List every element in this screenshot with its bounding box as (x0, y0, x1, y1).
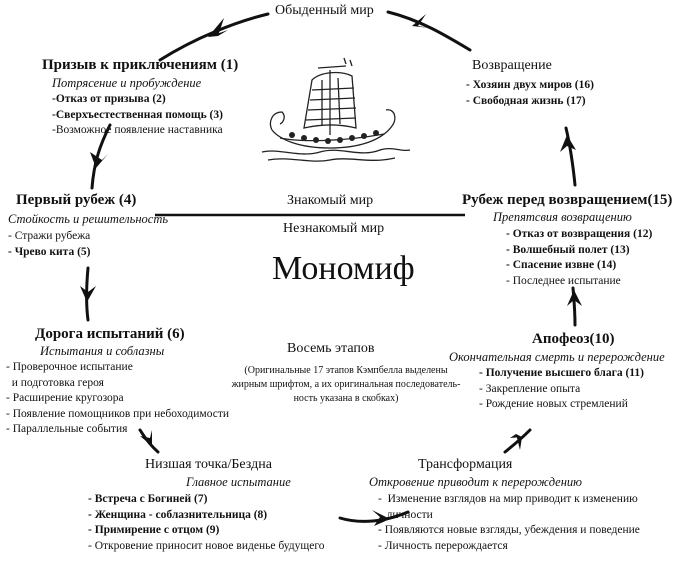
abyss-title: Низшая точка/Бездна (145, 457, 272, 472)
note-line: (Оригинальные 17 этапов Кэмпбелла выделе… (244, 365, 448, 376)
return-list: - Хозяин двух миров (16) - Свободная жиз… (466, 78, 594, 109)
return-title: Возвращение (472, 58, 552, 73)
threshold-list: - Стражи рубежа - Чрево кита (5) (8, 229, 90, 260)
return-threshold-title: Рубеж перед возвращением(15) (462, 192, 673, 208)
arc-left-upper (90, 123, 112, 190)
threshold-subtitle: Стойкость и решительность (8, 212, 169, 226)
ship-drawing (261, 57, 411, 162)
list-item: - Расширение кругозора (6, 392, 124, 404)
list-item: - Получение высшего блага (11) (479, 367, 644, 379)
abyss-list: - Встреча с Богиней (7) - Женщина - собл… (88, 492, 325, 554)
arrowhead-right-lower (567, 290, 582, 306)
list-item: - Изменение взглядов на мир приводит к и… (378, 493, 638, 505)
arc-bottom-right (503, 428, 532, 454)
list-item: - Отказ от возвращения (12) (506, 228, 653, 240)
list-item: - Закрепление опыта (479, 382, 581, 395)
abyss-subtitle: Главное испытание (186, 475, 291, 489)
apotheosis-list: - Получение высшего блага (11) - Закрепл… (479, 366, 644, 413)
apotheosis-title: Апофеоз(10) (532, 331, 615, 347)
transformation-title: Трансформация (418, 457, 513, 472)
list-item: - Волшебный полет (13) (506, 243, 630, 256)
arrowhead-left-mid (80, 286, 96, 302)
list-item: -Возможное появление наставника (52, 124, 223, 136)
transformation-list: - Изменение взглядов на мир приводит к и… (378, 492, 640, 554)
note-line: жирным шрифтом, а их оригинальная послед… (231, 379, 461, 390)
list-item: - Последнее испытание (506, 274, 621, 287)
ship-shields (289, 130, 379, 144)
list-item: - Параллельные события (6, 423, 128, 435)
transformation-subtitle: Откровение приводит к перерождению (369, 475, 582, 489)
road-subtitle: Испытания и соблазны (40, 344, 165, 358)
list-item: - Появление помощников при небоходимости (6, 407, 230, 420)
return-threshold-list: - Отказ от возвращения (12) - Волшебный … (506, 227, 652, 289)
arrowhead-top-right (412, 14, 430, 28)
arrowhead-left-upper (90, 152, 108, 168)
list-item: и подготовка героя (6, 376, 104, 389)
list-item: -Отказ от призыва (2) (52, 93, 166, 105)
road-list: - Проверочное испытание и подготовка гер… (6, 360, 229, 438)
list-item: - Рождение новых стремлений (479, 398, 628, 410)
apotheosis-subtitle: Окончательная смерть и перерождение (449, 350, 665, 364)
list-item: - Хозяин двух миров (16) (466, 79, 594, 91)
call-title: Призыв к приключениям (1) (42, 57, 239, 73)
unknown-world-label: Незнакомый мир (283, 221, 385, 236)
list-item: - Появляются новые взгляды, убеждения и … (378, 524, 640, 536)
arrowhead-bottom-right (510, 434, 522, 450)
known-world-label: Знакомый мир (287, 193, 374, 208)
arrowhead-top-left (208, 18, 228, 37)
arrowhead-left-lower (140, 430, 152, 446)
list-item: - Стражи рубежа (8, 230, 91, 242)
arc-top-left (158, 12, 270, 62)
monomyth-title: Мономиф (272, 250, 415, 287)
ordinary-world-label: Обыденный мир (275, 3, 374, 18)
list-item: - Проверочное испытание (6, 361, 133, 373)
call-subtitle: Потрясение и пробуждение (52, 76, 202, 90)
arc-right-upper (564, 126, 577, 187)
eight-stages-note: (Оригинальные 17 этапов Кэмпбелла выделе… (208, 364, 484, 406)
arc-top-right (386, 10, 472, 52)
call-list: -Отказ от призыва (2) -Сверхъестественна… (52, 92, 223, 139)
eight-stages-title: Восемь этапов (287, 341, 375, 356)
arrowhead-right-upper (560, 135, 576, 152)
threshold-title: Первый рубеж (4) (16, 192, 137, 208)
list-item: - Чрево кита (5) (8, 245, 91, 258)
list-item: - Женщина - соблазнительница (8) (88, 508, 268, 521)
list-item: - Встреча с Богиней (7) (88, 493, 208, 505)
list-item: -Сверхъестественная помощь (3) (52, 108, 223, 121)
arc-bottom (338, 510, 410, 523)
road-title: Дорога испытаний (6) (35, 326, 185, 342)
list-item: - Личность перерождается (378, 539, 508, 552)
list-item: - Откровение приносит новое виденье буду… (88, 539, 325, 552)
list-item: личности (378, 508, 433, 521)
note-line: ность указана в скобках) (293, 393, 399, 404)
arc-right-lower (571, 286, 577, 327)
list-item: - Примирение с отцом (9) (88, 524, 220, 536)
list-item: - Свободная жизнь (17) (466, 94, 586, 107)
return-threshold-subtitle: Препятсвия возвращению (493, 210, 632, 224)
arrowhead-bottom (372, 510, 390, 526)
list-item: - Спасение извне (14) (506, 259, 617, 271)
